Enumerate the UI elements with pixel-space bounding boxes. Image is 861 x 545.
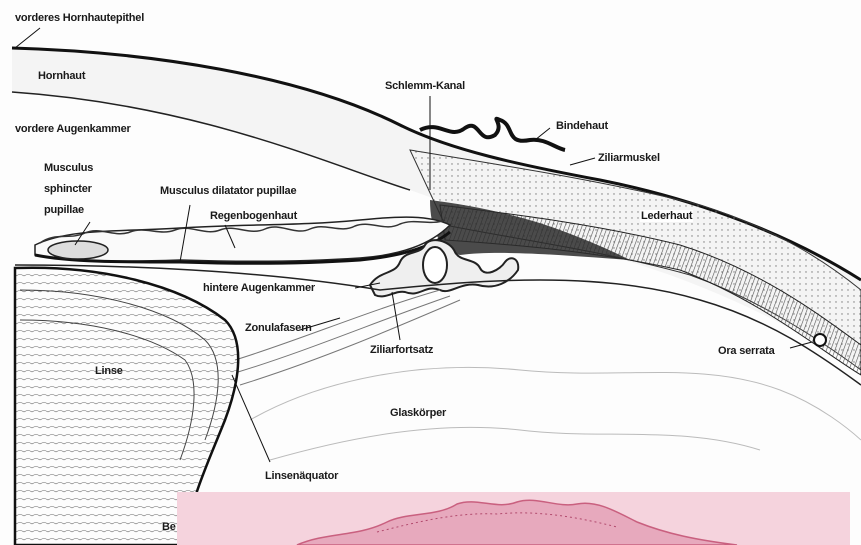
label-sclera: Lederhaut [640,210,693,222]
label-anterior-corneal-epithelium: vorderes Hornhautepithel [15,12,144,24]
sphincter-muscle-shape [48,241,108,259]
ora-serrata-marker [814,334,826,346]
label-sphincter-line3: pupillae [44,204,84,216]
label-cornea: Hornhaut [38,70,85,82]
label-schlemm-canal: Schlemm-Kanal [385,80,465,92]
label-partial-bottom: Be [162,521,176,533]
zonular-fibers-shape [235,290,460,385]
ciliary-process-loop [423,247,447,283]
label-lens: Linse [95,365,123,377]
label-vitreous-body: Glaskörper [390,407,446,419]
label-iris: Regenbogenhaut [210,210,297,222]
histology-micrograph-inset [177,492,850,545]
label-dilatator-muscle: Musculus dilatator pupillae [160,185,296,197]
label-anterior-chamber: vordere Augenkammer [15,123,131,135]
label-sphincter-line2: sphincter [44,183,92,195]
micrograph-tissue [177,492,850,545]
vitreous-body-shape [250,367,861,460]
label-posterior-chamber: hintere Augenkammer [203,282,315,294]
label-ciliary-muscle: Ziliarmuskel [598,152,660,164]
label-ora-serrata: Ora serrata [718,345,775,357]
label-ciliary-process: Ziliarfortsatz [370,344,433,356]
label-zonular-fibers: Zonulafasern [245,322,312,334]
label-sphincter-line1: Musculus [44,162,93,174]
label-lens-equator: Linsenäquator [265,470,338,482]
label-conjunctiva: Bindehaut [556,120,608,132]
